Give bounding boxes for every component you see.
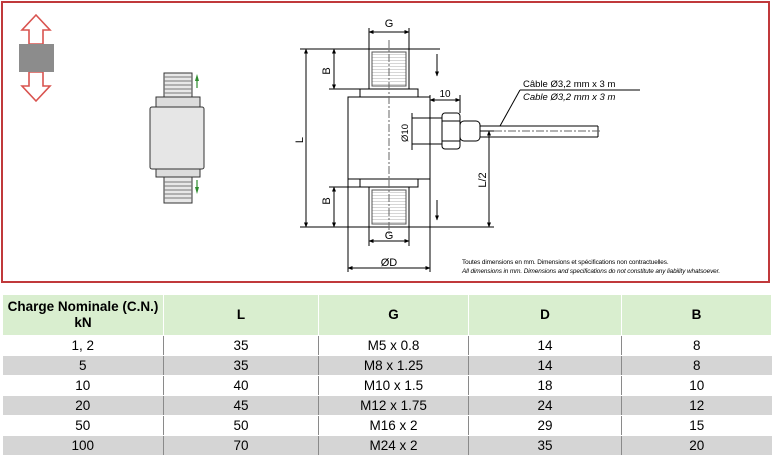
dim-10-label: 10 (439, 89, 451, 100)
sensor-sketch (149, 72, 205, 204)
cell-capacity: 20 (2, 395, 164, 416)
cell-capacity: 10 (2, 375, 164, 396)
bidirectional-load-icon (19, 13, 54, 103)
table-row: 5 35 M8 x 1.25 14 8 (2, 355, 772, 376)
cell-b: 10 (621, 375, 772, 396)
cell-d: 14 (468, 335, 622, 356)
cell-g: M16 x 2 (318, 415, 469, 436)
cell-b: 8 (621, 355, 772, 376)
cell-d: 18 (468, 375, 622, 396)
cell-b: 15 (621, 415, 772, 436)
dim-phi-d-label: ØD (381, 257, 398, 269)
header-g: G (318, 294, 469, 336)
cell-g: M12 x 1.75 (318, 395, 469, 416)
cell-g: M10 x 1.5 (318, 375, 469, 396)
dim-b-bottom-label: B (321, 197, 333, 204)
dim-l-half-label: L/2 (477, 172, 489, 187)
cable-label-fr: Câble Ø3,2 mm x 3 m (523, 79, 615, 90)
table-header-row: Charge Nominale (C.N.) kN L G D B (2, 294, 772, 336)
note-french: Toutes dimensions en mm. Dimensions et s… (462, 259, 669, 266)
dim-l-label: L (294, 137, 306, 143)
cell-d: 29 (468, 415, 622, 436)
cell-d: 35 (468, 435, 622, 456)
green-arrow-down-icon (195, 187, 199, 194)
table-row: 50 50 M16 x 2 29 15 (2, 415, 772, 436)
header-l: L (163, 294, 319, 336)
dim-b-top-label: B (321, 67, 333, 74)
cell-l: 50 (163, 415, 319, 436)
green-arrow-up-icon (195, 74, 199, 81)
cell-d: 14 (468, 355, 622, 376)
drawing-frame (1, 1, 770, 283)
dim-g-bottom-label: G (385, 230, 394, 242)
header-b: B (621, 294, 772, 336)
cell-capacity: 50 (2, 415, 164, 436)
dim-g-top-label: G (385, 18, 394, 30)
cell-g: M24 x 2 (318, 435, 469, 456)
cell-d: 24 (468, 395, 622, 416)
dim-phi-10-label: Ø10 (400, 124, 411, 142)
table-row: 10 40 M10 x 1.5 18 10 (2, 375, 772, 396)
cell-b: 12 (621, 395, 772, 416)
cell-g: M5 x 0.8 (318, 335, 469, 356)
load-cell-block-icon (19, 44, 54, 72)
technical-drawing: G G ØD L B B L/2 10 Ø10 Câble Ø3,2 mm x … (19, 13, 640, 272)
cell-g: M8 x 1.25 (318, 355, 469, 376)
cell-l: 35 (163, 335, 319, 356)
header-d: D (468, 294, 622, 336)
cell-b: 8 (621, 335, 772, 356)
cell-l: 35 (163, 355, 319, 376)
note-english: All dimensions in mm. Dimensions and spe… (462, 268, 721, 275)
table-row: 1, 2 35 M5 x 0.8 14 8 (2, 335, 772, 356)
cable-label-en: Cable Ø3,2 mm x 3 m (523, 92, 615, 103)
header-capacity: Charge Nominale (C.N.) kN (2, 294, 164, 336)
cell-capacity: 100 (2, 435, 164, 456)
cell-l: 40 (163, 375, 319, 396)
specification-table: Charge Nominale (C.N.) kN L G D B 1, 2 3… (2, 294, 772, 456)
cell-capacity: 5 (2, 355, 164, 376)
cell-b: 20 (621, 435, 772, 456)
cell-l: 70 (163, 435, 319, 456)
table-row: 100 70 M24 x 2 35 20 (2, 435, 772, 456)
main-view (300, 28, 640, 272)
cell-l: 45 (163, 395, 319, 416)
cell-capacity: 1, 2 (2, 335, 164, 356)
table-row: 20 45 M12 x 1.75 24 12 (2, 395, 772, 416)
